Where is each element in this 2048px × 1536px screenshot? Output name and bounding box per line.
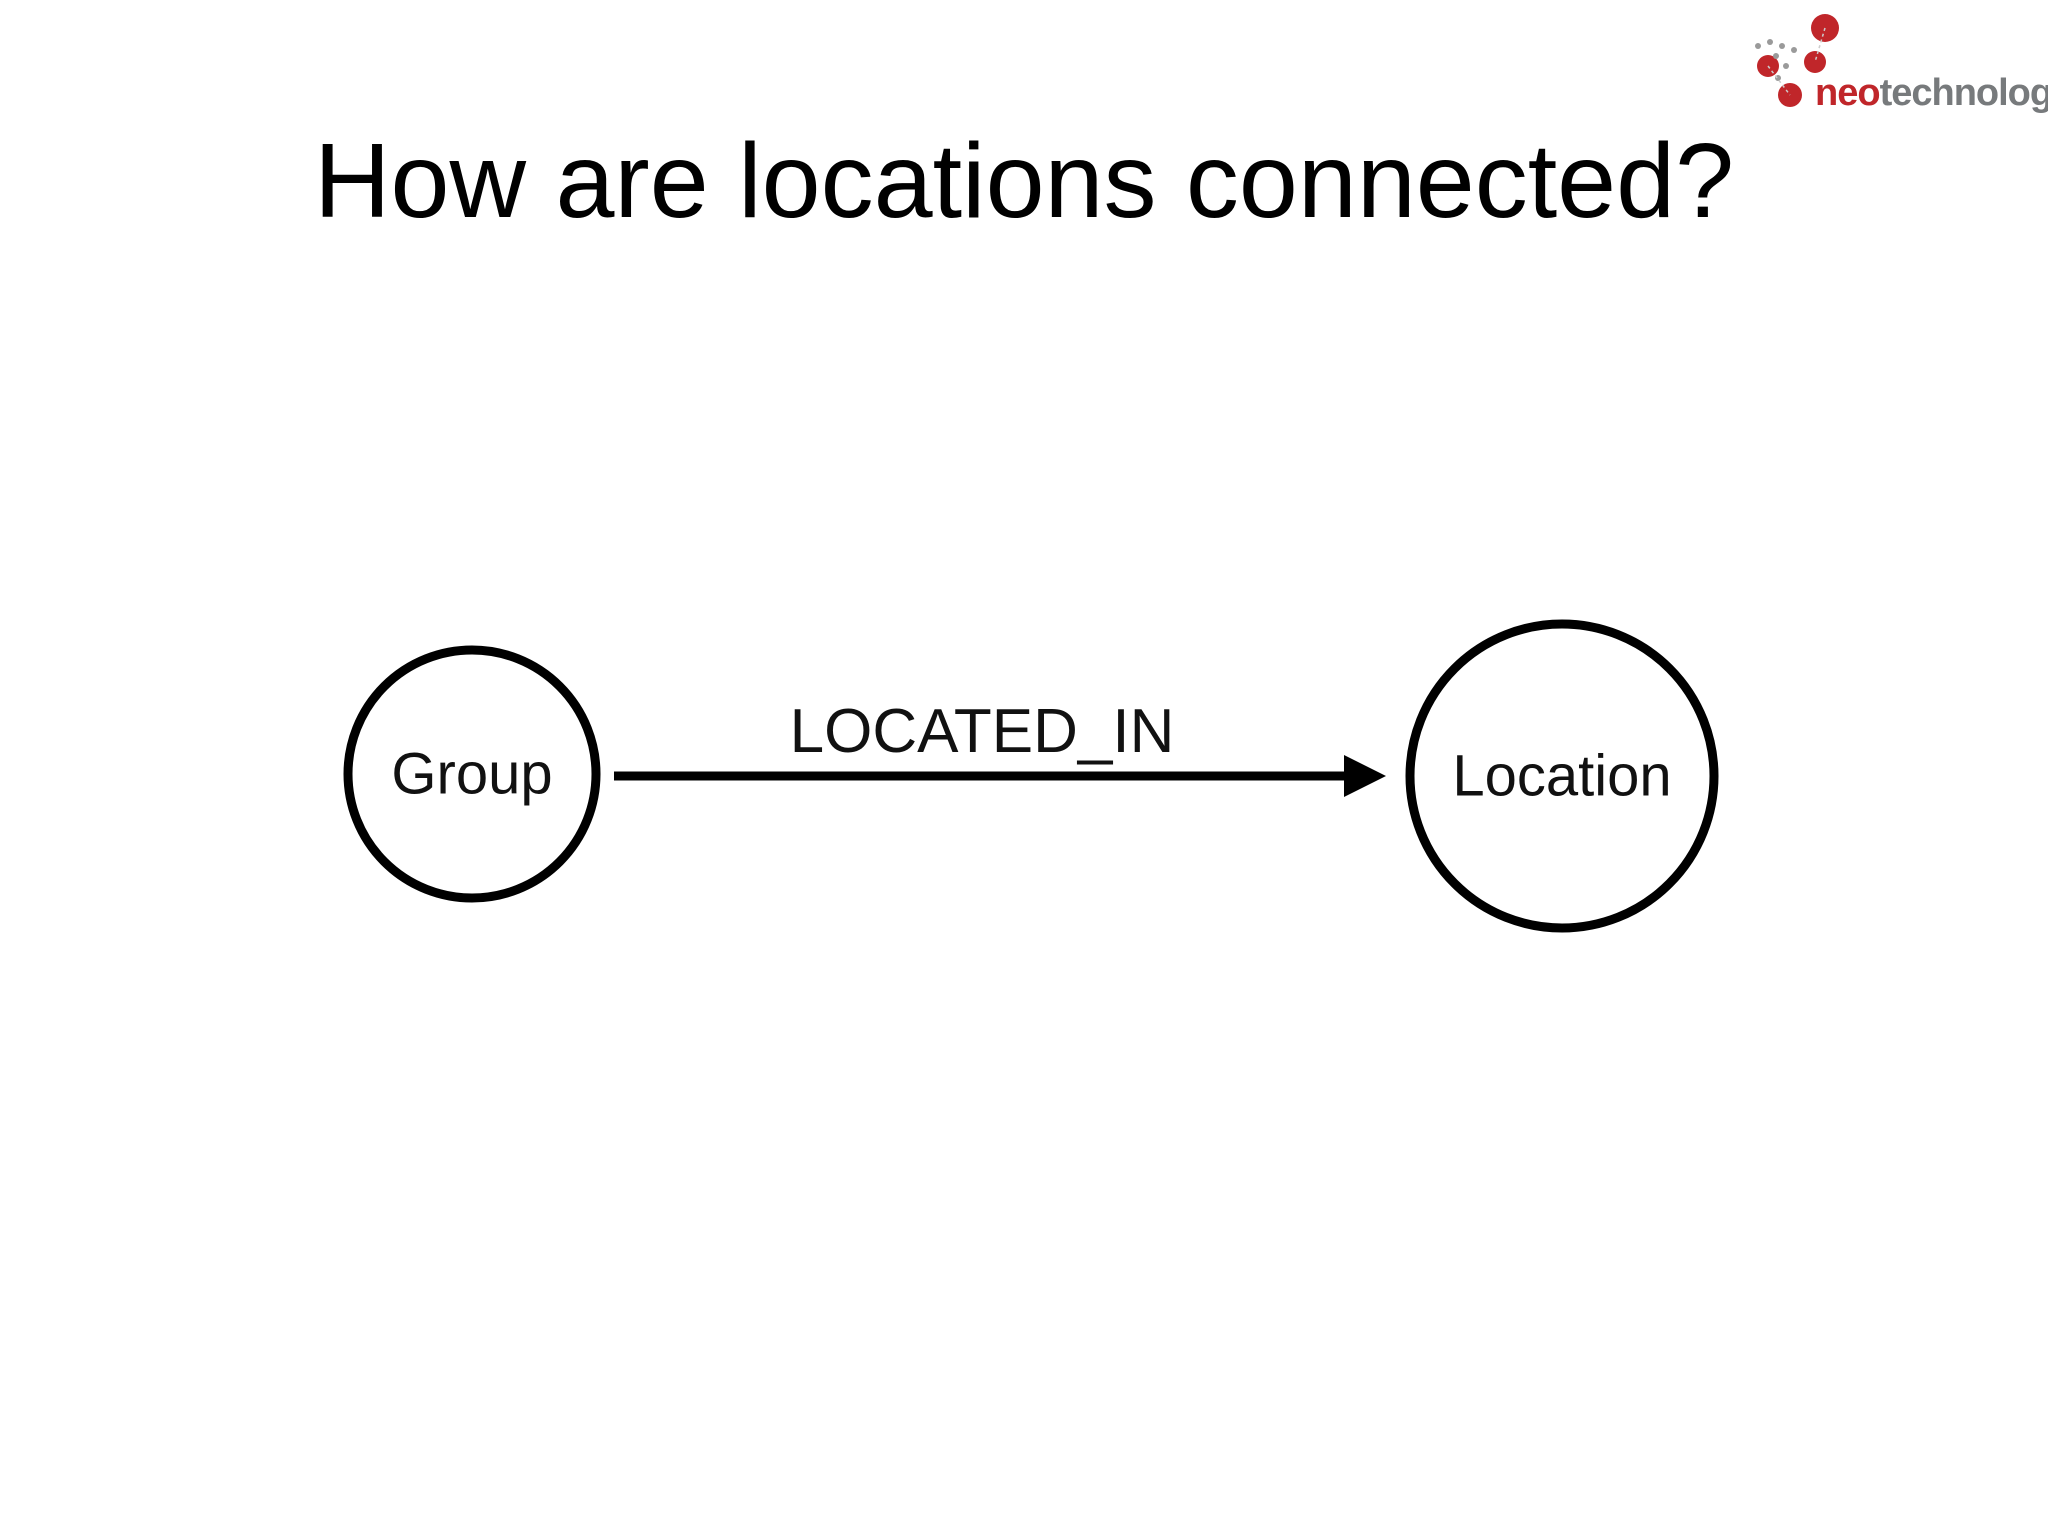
logo-wordmark-prefix: neo: [1815, 72, 1881, 114]
logo-dot-right: [1804, 51, 1826, 73]
target-node-circle: [1405, 619, 1719, 933]
source-node: Group: [343, 645, 601, 903]
logo-wordmark-suffix: technology: [1879, 72, 2048, 114]
target-node: Location: [1405, 619, 1719, 933]
relationship-edge: LOCATED_IN: [614, 697, 1386, 797]
logo-dot-small: [1783, 63, 1789, 69]
logo-wordmark: neotechnology: [1815, 70, 2048, 116]
source-node-circle: [343, 645, 601, 903]
neo-technology-logo-icon: [1755, 14, 1839, 107]
logo-dot-small: [1791, 47, 1797, 53]
logo-dot-small: [1773, 53, 1779, 59]
source-node-label: Group: [391, 742, 552, 807]
target-node-label: Location: [1452, 744, 1671, 809]
slide-title: How are locations connected?: [313, 122, 1735, 240]
logo-dot-small: [1755, 43, 1761, 49]
logo-dot-small: [1767, 39, 1773, 45]
relationship-label: LOCATED_IN: [790, 697, 1175, 766]
logo-dot-small: [1779, 43, 1785, 49]
arrowhead-icon: [1344, 755, 1386, 797]
